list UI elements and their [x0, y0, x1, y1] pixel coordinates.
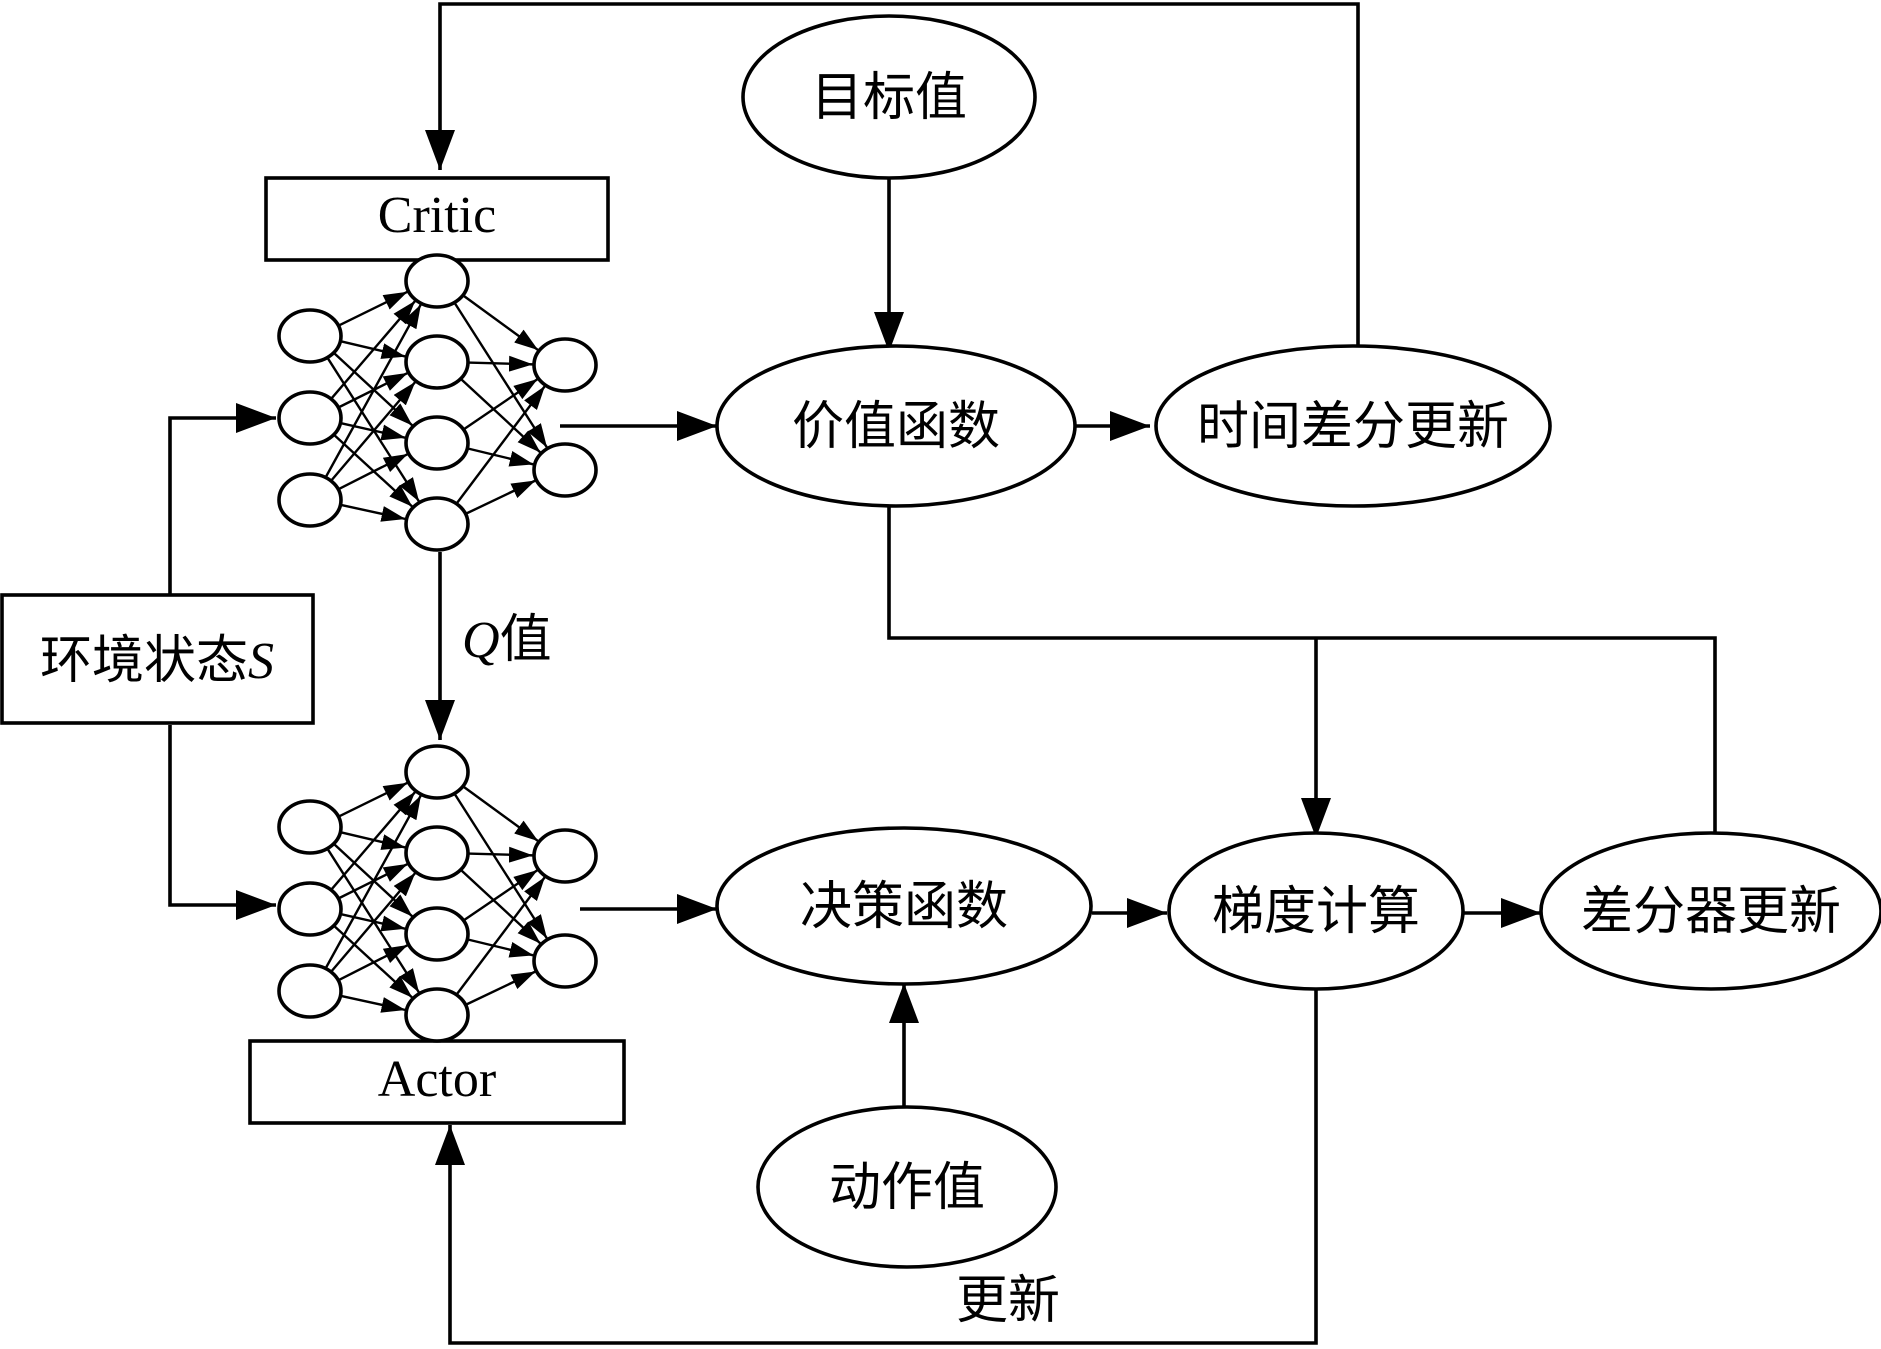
env-to-critic-arrow [168, 403, 276, 600]
action-value-node [756, 1105, 1058, 1269]
critic-net-connection [459, 377, 542, 454]
actor-net-neuron [277, 799, 343, 855]
critic-net-connection [330, 381, 417, 482]
td-update-label: 时间差分更新 [1197, 397, 1509, 457]
actor-net-connection [340, 994, 406, 1013]
actor-net-connection [330, 872, 417, 973]
critic-net-connection [455, 385, 546, 505]
policy-function-label: 决策函数 [800, 877, 1008, 937]
actor-net-connection [462, 869, 539, 922]
policy-function-node [715, 826, 1093, 986]
actor-net-neuron [532, 828, 598, 884]
critic-net-neuron [532, 337, 598, 393]
critic-net-neuron [277, 308, 343, 364]
actor-net-neuron [277, 963, 343, 1019]
critic-net-connection [453, 301, 549, 449]
critic-net-connection [324, 303, 422, 479]
critic-net-connection [340, 503, 406, 522]
gradient-calc-node [1167, 831, 1465, 991]
critic-label: Critic [378, 187, 496, 244]
value-function-node [715, 344, 1077, 508]
actor-net-connection [453, 792, 549, 940]
actor-net-neuron [404, 825, 470, 881]
actor-net-neuron [532, 933, 598, 989]
env-state-box [0, 593, 315, 725]
critic-net-connection [467, 355, 534, 372]
critic-box [264, 176, 610, 262]
actor-net-connection [337, 943, 409, 982]
gradient-calc-label: 梯度计算 [1212, 882, 1420, 942]
diff-update-label: 差分器更新 [1581, 882, 1841, 942]
critic-net-neuron [404, 253, 470, 309]
gradient-to-actor-line [435, 988, 1318, 1345]
actor-net-connection [324, 794, 422, 970]
critic-net-connection [462, 378, 539, 431]
critic-net-neuron [404, 334, 470, 390]
critic-net-neuron [277, 472, 343, 528]
actor-net-neuron [404, 906, 470, 962]
actor-box [248, 1039, 626, 1125]
critic-net-neuron [404, 496, 470, 552]
actor-label: Actor [378, 1051, 496, 1108]
actor-net-connection [330, 791, 417, 891]
actor-net-neuron [404, 987, 470, 1043]
actor-net-connection [459, 868, 542, 945]
actor-network [277, 744, 598, 1043]
critic-network [277, 253, 598, 552]
actor-net-connection [465, 970, 537, 1006]
target-value-label: 目标值 [811, 68, 967, 128]
target-value-node [741, 14, 1037, 180]
critic-net-connection [337, 452, 409, 491]
critic-net-connection [467, 447, 534, 467]
actor-net-connection [337, 781, 409, 818]
td-update-node [1154, 344, 1552, 508]
critic-net-connection [330, 300, 417, 400]
critic-net-connection [337, 290, 409, 327]
critic-net-neuron [532, 442, 598, 498]
actor-net-connection [455, 876, 546, 996]
critic-net-connection [465, 479, 537, 515]
critic-net-neuron [404, 415, 470, 471]
actor-net-neuron [277, 881, 343, 937]
actor-net-neuron [404, 744, 470, 800]
td-feedback-line [425, 2, 1360, 355]
q-value-label: Q值 [462, 610, 552, 670]
actor-net-connection [462, 785, 539, 843]
actor-net-connection [467, 846, 534, 863]
critic-net-neuron [277, 390, 343, 446]
actor-net-connection [467, 938, 534, 958]
diff-update-node [1539, 831, 1881, 991]
env-state-label: 环境状态S [40, 631, 274, 691]
action-value-label: 动作值 [829, 1158, 985, 1218]
critic-net-connection [462, 294, 539, 352]
value-to-gradient-line [887, 506, 1717, 835]
value-function-label: 价值函数 [792, 397, 1000, 457]
update-label: 更新 [956, 1271, 1060, 1331]
env-to-actor-arrow [168, 725, 276, 920]
